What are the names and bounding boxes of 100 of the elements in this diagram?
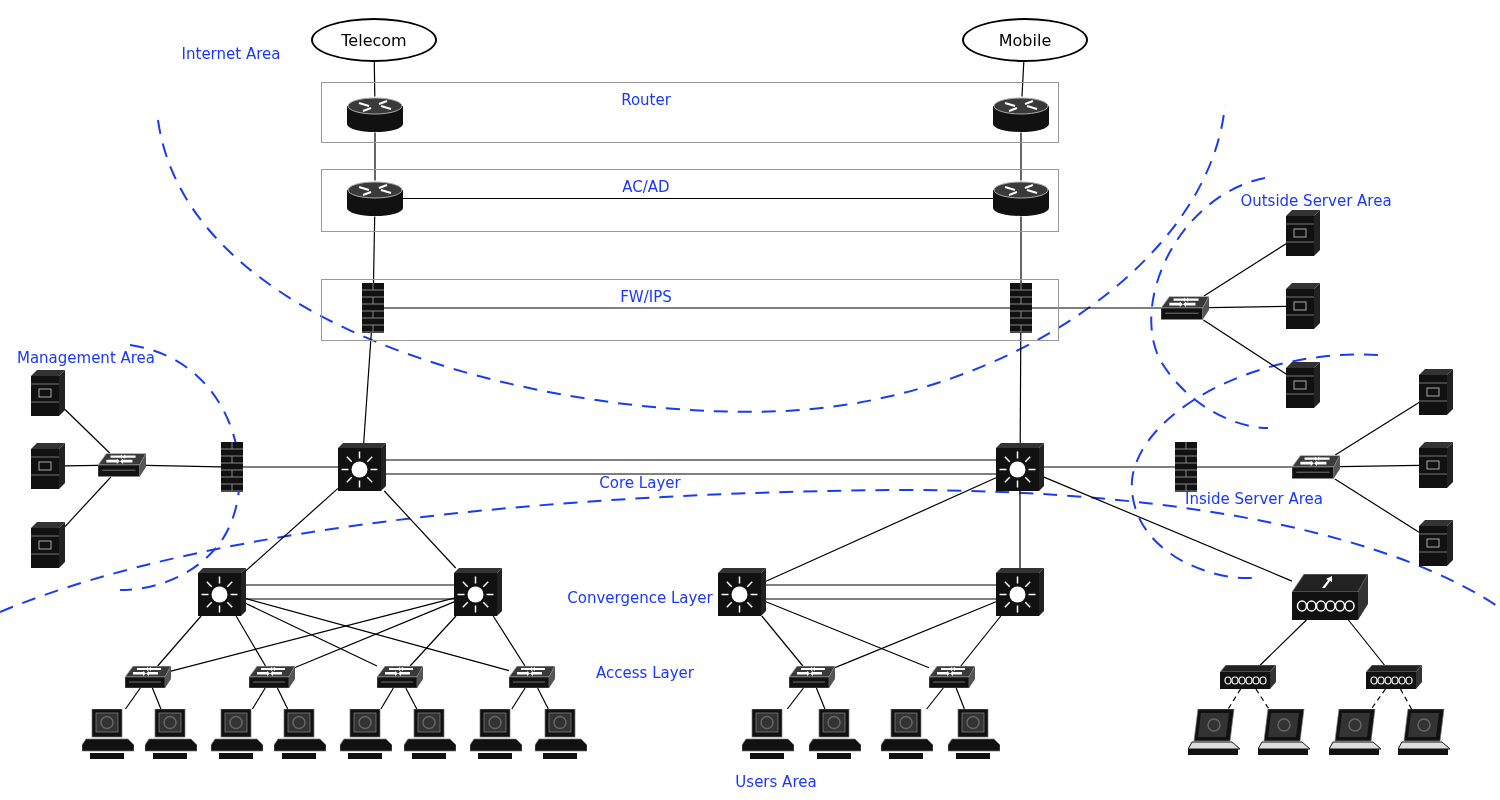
link-line (372, 215, 376, 284)
link-line (1347, 619, 1385, 666)
desktop-computer-icon (274, 709, 326, 759)
link-line (245, 598, 455, 600)
link-line (765, 601, 930, 669)
link-line (765, 477, 997, 582)
link-line (815, 687, 826, 710)
desktop-computer-icon (948, 709, 1000, 759)
area-label: Internet Area (181, 45, 281, 63)
link-line (955, 687, 965, 710)
link-line (157, 615, 202, 667)
laptop-icon (1188, 709, 1240, 755)
firewall-icon (1010, 283, 1032, 333)
link-line (1259, 619, 1307, 666)
layer3-switch-icon (338, 443, 386, 491)
link-line (926, 687, 944, 710)
switch-icon (789, 666, 835, 688)
link-line (761, 615, 804, 667)
link-line (373, 61, 376, 98)
layer-title: Router (621, 90, 671, 109)
link-line (1208, 305, 1287, 309)
access-point-icon (1366, 665, 1422, 689)
link-line (1019, 490, 1021, 569)
link-line (245, 487, 339, 572)
link-line (492, 615, 526, 667)
switch-icon (509, 666, 555, 688)
server-icon (1286, 362, 1320, 408)
link-line (363, 332, 372, 444)
link-line (385, 459, 997, 461)
switch-icon (98, 453, 146, 477)
desktop-computer-icon (535, 709, 587, 759)
switch-icon (377, 666, 423, 688)
layer-band (321, 279, 1059, 341)
link-line (64, 464, 99, 467)
link-line (251, 687, 266, 710)
link-line (1227, 688, 1242, 710)
switch-icon (1292, 455, 1340, 479)
layer3-switch-icon (454, 568, 502, 616)
link-line (1020, 131, 1022, 182)
link-line (511, 687, 526, 710)
area-label: Core Layer (599, 474, 681, 492)
desktop-computer-icon (211, 709, 263, 759)
link-line (245, 584, 455, 586)
desktop-computer-icon (82, 709, 134, 759)
desktop-computer-icon (881, 709, 933, 759)
area-label: Management Area (16, 349, 156, 367)
link-line (242, 466, 339, 468)
router-icon (993, 96, 1049, 133)
link-line (1031, 307, 1162, 309)
link-line (1203, 243, 1287, 297)
layer-band (321, 81, 1059, 143)
link-line (1196, 466, 1293, 468)
link-line (1020, 215, 1022, 284)
link-line (1399, 688, 1413, 710)
link-line (537, 687, 549, 710)
link-line (1370, 688, 1387, 710)
area-label: Access Layer (596, 664, 694, 682)
switch-icon (929, 666, 975, 688)
server-icon (1419, 369, 1453, 415)
layer-band (321, 168, 1059, 232)
link-line (1043, 476, 1293, 582)
area-label: Inside Server Area (1185, 490, 1323, 508)
firewall-icon (362, 283, 384, 333)
carrier-ellipse: Telecom (311, 18, 437, 62)
link-line (1202, 319, 1287, 375)
link-line (1334, 478, 1420, 533)
laptop-icon (1329, 709, 1381, 755)
server-icon (1286, 283, 1320, 329)
link-line (786, 687, 805, 710)
router-icon (347, 180, 403, 217)
router-icon (347, 96, 403, 133)
layer-title: AC/AD (622, 177, 670, 196)
area-label: Users Area (735, 773, 817, 791)
server-icon (31, 522, 65, 568)
link-line (1021, 61, 1025, 98)
layer3-switch-icon (718, 568, 766, 616)
laptop-icon (1258, 709, 1310, 755)
desktop-computer-icon (470, 709, 522, 759)
access-point-icon (1220, 665, 1276, 689)
link-line (64, 408, 111, 454)
desktop-computer-icon (340, 709, 392, 759)
link-line (960, 615, 1002, 667)
router-icon (993, 180, 1049, 217)
link-line (294, 601, 455, 669)
server-icon (1286, 210, 1320, 256)
firewall-icon (1175, 442, 1197, 492)
desktop-computer-icon (145, 709, 197, 759)
desktop-computer-icon (809, 709, 861, 759)
link-line (834, 601, 997, 669)
link-line (1019, 332, 1022, 444)
carrier-ellipse: Mobile (962, 18, 1088, 62)
desktop-computer-icon (404, 709, 456, 759)
link-line (151, 687, 162, 710)
link-line (383, 307, 1011, 309)
link-line (374, 131, 376, 182)
laptop-icon (1398, 709, 1450, 755)
link-line (405, 687, 418, 710)
switch-icon (125, 666, 171, 688)
area-label: Outside Server Area (1240, 192, 1392, 210)
link-line (145, 464, 222, 468)
